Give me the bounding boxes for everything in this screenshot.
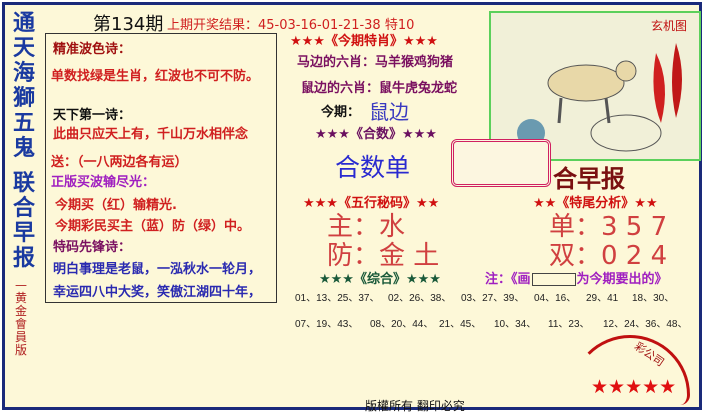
gift-text: 送：（一八两边各有运） xyxy=(51,155,188,170)
vertical-title: 通 天 海 獅 五 鬼 联 合 早 报 xyxy=(9,11,39,271)
stamp-text: 彩公司 xyxy=(631,339,667,370)
wave-line-1: 今期买（红）输精光. xyxy=(55,198,177,213)
note: 注：《画 为今期要出的》 xyxy=(485,272,668,288)
image-label: 玄机图 xyxy=(651,19,688,33)
title-char: 早 xyxy=(12,221,35,246)
zodiac-header: ★★★《今期特肖》★★★ xyxy=(290,34,438,49)
special-title: 特码先锋诗： xyxy=(53,240,132,255)
number-group: 29、41 xyxy=(586,293,619,304)
title-char: 合 xyxy=(12,196,35,221)
title-char: 獅 xyxy=(12,86,35,111)
title-char: 天 xyxy=(12,36,35,61)
sum-value: 合数单 xyxy=(335,153,411,182)
poem2-title: 天下第一诗： xyxy=(53,108,132,123)
rat-side: 鼠边的六肖：鼠牛虎兔龙蛇 xyxy=(301,81,458,96)
issue-number: 第134期 xyxy=(93,14,164,35)
poem1-title: 精准波色诗： xyxy=(53,42,132,57)
this-issue-label: 今期： xyxy=(321,105,361,120)
number-group: 12、24、36、48、 xyxy=(603,319,688,330)
company-stamp: 彩公司 ★★★★★ xyxy=(570,335,690,405)
copyright: 版權所有 翻印必究 xyxy=(365,399,465,413)
wave-title: 正版买波输尽光： xyxy=(51,175,156,190)
horse-side: 马边的六肖：马羊猴鸡狗猪 xyxy=(297,55,454,70)
number-group: 07、19、43、 xyxy=(295,319,359,330)
title-char: 报 xyxy=(12,246,35,271)
even-tails: 双：0 2 4 xyxy=(549,241,668,271)
wave-line-2: 今期彩民买主（蓝）防（绿）中。 xyxy=(55,219,251,234)
combo-header: ★★★《综合》★★★ xyxy=(319,272,441,287)
guard-element: 防：金 土 xyxy=(327,241,440,271)
poem-panel xyxy=(45,33,277,303)
hint-picture: 玄机图 xyxy=(489,11,701,161)
special-line-1: 明白事理是老鼠，一泓秋水一轮月， xyxy=(53,262,262,277)
tail-header: ★★《特尾分析》★★ xyxy=(533,196,658,211)
last-result: 上期开奖结果：45-03-16-01-21-38 特10 xyxy=(167,18,415,33)
number-group: 02、26、38、 xyxy=(388,293,452,304)
stamp-stars: ★★★★★ xyxy=(591,376,677,398)
odd-tails: 单：3 5 7 xyxy=(549,212,668,242)
paper-title: 合早报 xyxy=(553,165,625,193)
number-group: 11、23、 xyxy=(548,319,590,330)
poem2-text: 此曲只应天上有，千山万水相伴念 xyxy=(53,127,249,142)
vertical-subtitle: —黄金會員版 xyxy=(15,278,28,357)
title-char: 鬼 xyxy=(12,136,35,161)
number-group: 10、34、 xyxy=(494,319,537,330)
number-group: 08、20、44、 xyxy=(370,319,434,330)
five-elements-header: ★★★《五行秘码》★★ xyxy=(303,196,440,211)
number-group: 18、30、 xyxy=(632,293,675,304)
number-group: 21、45、 xyxy=(439,319,482,330)
title-char: 联 xyxy=(12,171,35,196)
title-char: 五 xyxy=(12,111,35,136)
note-box xyxy=(531,273,576,286)
poem1-text: 单数找绿是生肖，红波也不可不防。 xyxy=(51,69,260,84)
title-char: 海 xyxy=(12,61,35,86)
number-group: 04、16、 xyxy=(534,293,577,304)
goat-illustration-icon xyxy=(517,43,682,152)
note-suffix: 为今期要出的》 xyxy=(576,272,668,287)
sum-header: ★★★《合数》★★★ xyxy=(315,127,437,142)
special-line-2: 幸运四八中大奖，笑傲江湖四十年， xyxy=(53,285,262,300)
main-element: 主：水 xyxy=(327,212,406,242)
number-group: 03、27、39、 xyxy=(461,293,525,304)
number-group: 01、13、25、37、 xyxy=(295,293,380,304)
title-char: 通 xyxy=(12,11,35,36)
this-issue-value: 鼠边 xyxy=(369,100,409,124)
note-prefix: 注：《画 xyxy=(485,272,531,287)
blank-box xyxy=(451,139,551,187)
